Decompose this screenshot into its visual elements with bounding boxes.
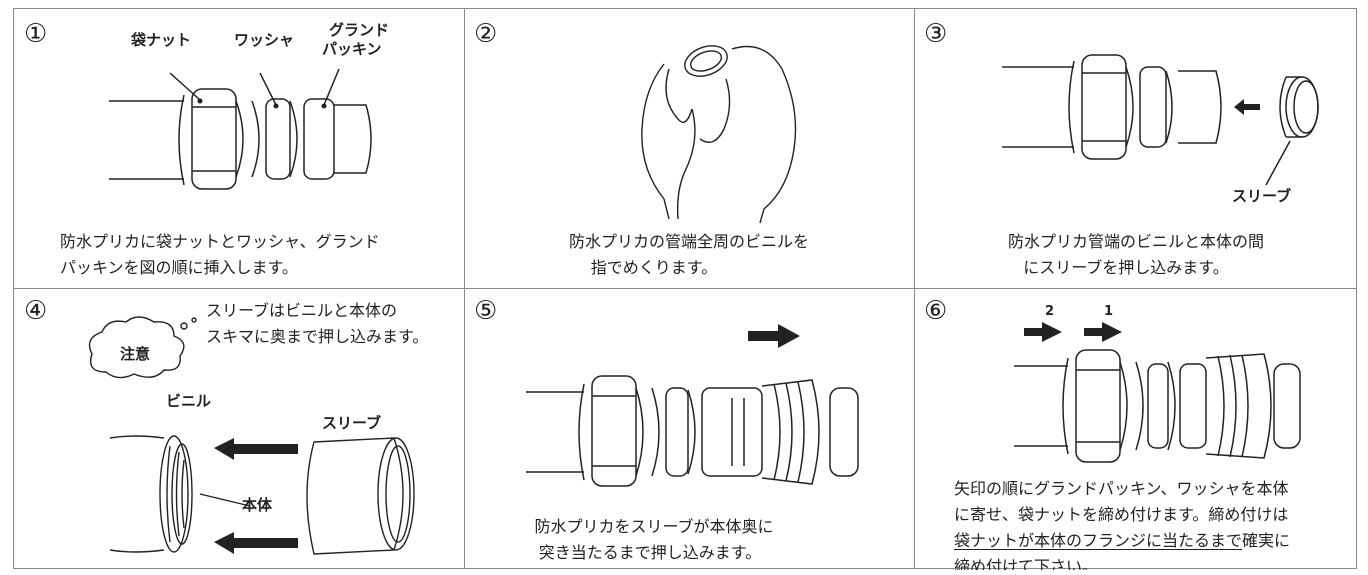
arrow-order-2: 2	[1045, 304, 1055, 319]
step-5-caption-line-2: 突き当たるまで押し込みます。	[538, 543, 762, 562]
step-6-caption-line-1: 矢印の順にグランドパッキン、ワッシャを本体	[954, 479, 1289, 498]
step-5-caption-line-1: 防水プリカをスリーブが本体奥に	[534, 517, 774, 536]
step-number: ⑥	[924, 296, 948, 326]
pipe-assembly-illustration	[109, 68, 372, 190]
sleeve-insertion-illustration	[1002, 54, 1319, 186]
step-number: ④	[24, 296, 48, 326]
step-number: ①	[24, 19, 48, 49]
label-gland-packing-1: グランド	[329, 21, 390, 39]
label-gland-packing-2: パッキン	[322, 40, 382, 58]
step-6-panel: ⑥ 2 1	[914, 288, 1358, 570]
step-1-caption-line-1: 防水プリカに袋ナットとワッシャ、グランド	[60, 232, 380, 251]
step-6-emphasis-text: 袋ナットが本体のフランジに当たるまで	[954, 531, 1243, 550]
push-into-body-illustration	[526, 324, 859, 487]
arrow-order-1: 1	[1104, 304, 1114, 319]
caution-label: 注意	[120, 345, 151, 363]
step-1-caption-line-2: パッキンを図の順に挿入します。	[60, 258, 298, 277]
label-washer: ワッシャ	[234, 31, 295, 49]
step-4-panel: ④	[14, 288, 464, 570]
step-3-panel: ③ スリーブ	[914, 9, 1358, 288]
label-bag-nut: 袋ナット	[131, 31, 192, 49]
label-sleeve: スリーブ	[1232, 187, 1292, 205]
step-grid: ① 袋ナット ワッシャ グランド パッキン	[13, 8, 1358, 570]
hands-folding-vinyl-illustration	[641, 45, 797, 224]
step-1-panel: ① 袋ナット ワッシャ グランド パッキン	[14, 9, 464, 288]
caution-text-line-1: スリーブはビニルと本体の	[206, 301, 398, 320]
step-6-caption-line-2: に寄せ、袋ナットを締め付けます。締め付けは	[954, 505, 1289, 524]
step-2-caption-line-1: 防水プリカの管端全周のビニルを	[568, 232, 809, 251]
step-3-caption-line-1: 防水プリカ管端のビニルと本体の間	[1007, 232, 1264, 251]
step-number: ⑤	[474, 296, 498, 326]
step-6-caption-line-3: 袋ナットが本体のフランジに当たるまで確実に	[954, 528, 1290, 554]
step-5-panel: ⑤	[464, 288, 914, 570]
grid-divider	[14, 288, 1356, 289]
tighten-nut-illustration	[1014, 322, 1301, 463]
step-number: ②	[474, 19, 498, 49]
step-2-panel: ② 防水プリカの管端全周のビニルを 指でめくります。	[464, 9, 914, 288]
step-number: ③	[924, 19, 948, 49]
step-3-caption-line-2: にスリーブを押し込みます。	[1023, 258, 1229, 277]
caution-text-line-2: スキマに奥まで押し込みます。	[206, 327, 429, 346]
step-6-caption-line-4: 締め付けて下さい。	[954, 557, 1099, 570]
step-6-caption-line-3-tail: 確実に	[1242, 531, 1291, 550]
label-vinyl: ビニル	[166, 392, 212, 410]
caution-cloud-and-sleeve-illustration	[88, 316, 415, 555]
label-body: 本体	[242, 496, 273, 514]
step-2-caption-line-2: 指でめくります。	[590, 258, 718, 277]
label-sleeve: スリーブ	[322, 414, 382, 432]
